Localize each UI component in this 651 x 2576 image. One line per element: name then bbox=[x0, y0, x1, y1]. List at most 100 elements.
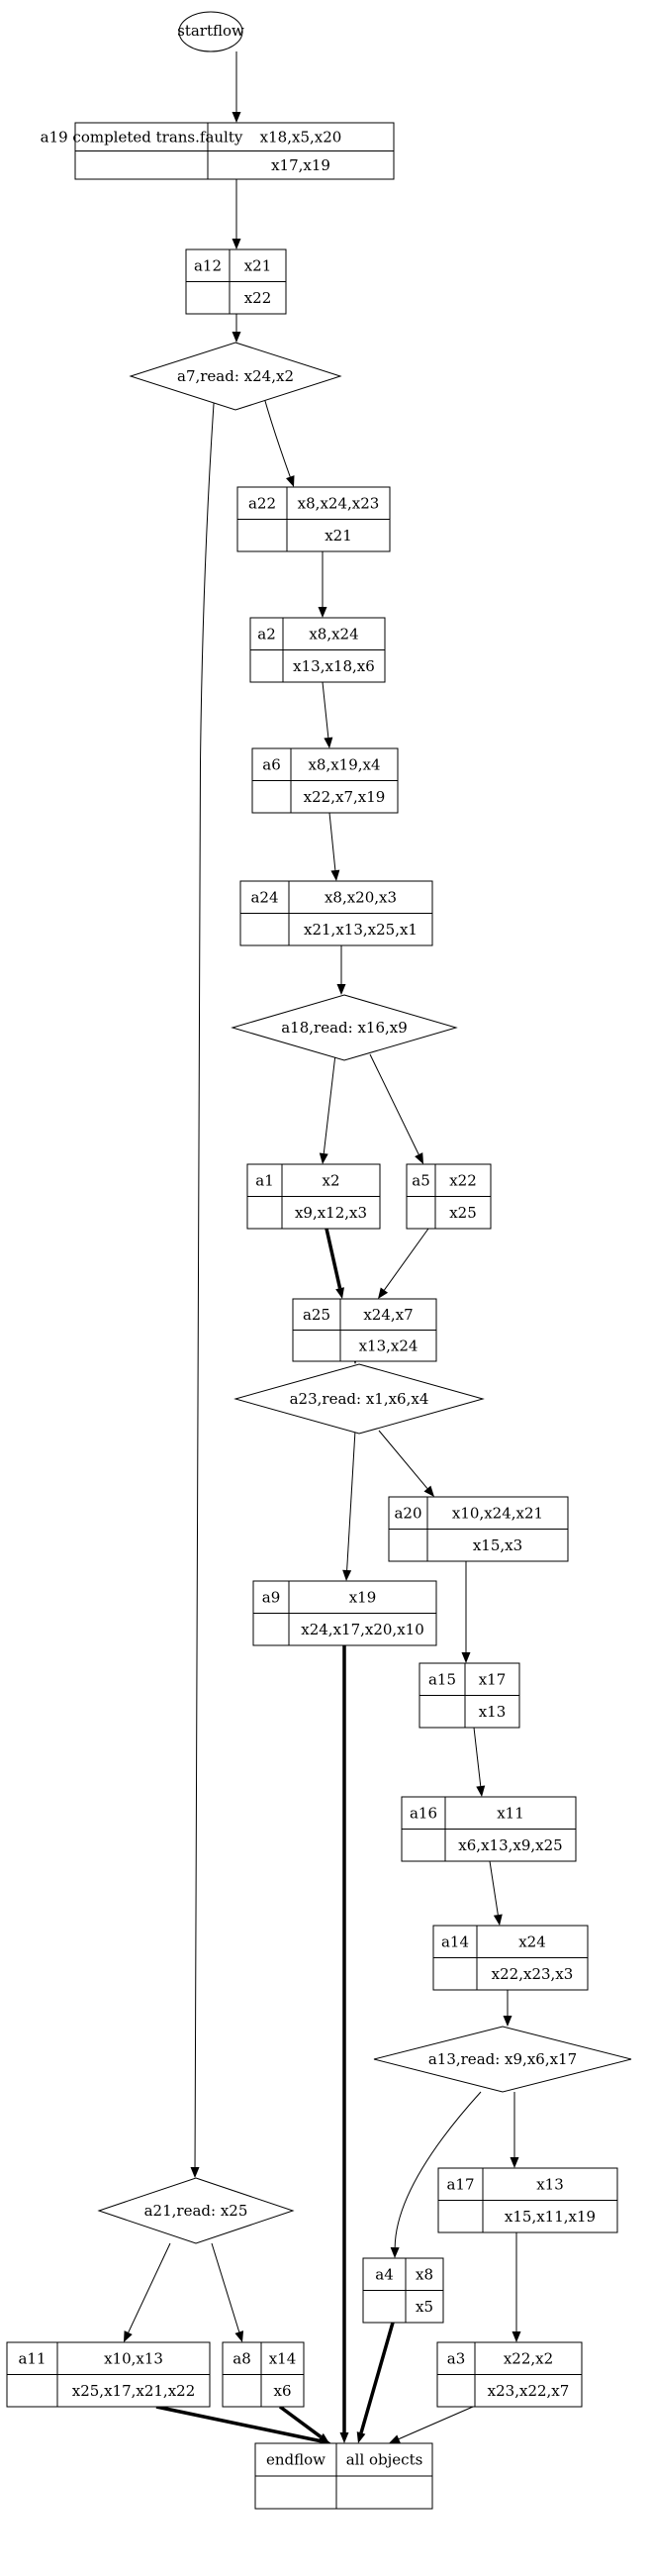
edge-a6-to-a24 bbox=[328, 812, 340, 881]
arrowhead bbox=[415, 1152, 423, 1164]
node-name: a16 bbox=[410, 1804, 437, 1822]
arrowhead bbox=[512, 2331, 521, 2342]
node-top-value: x22 bbox=[449, 1171, 477, 1189]
node-bottom-value: x23,x22,x7 bbox=[488, 2382, 570, 2400]
arrowhead bbox=[232, 332, 241, 343]
edge-line bbox=[346, 1430, 356, 1571]
arrowhead bbox=[318, 2432, 329, 2443]
edge-startflow-to-a19 bbox=[232, 51, 241, 123]
ellipse-shape bbox=[178, 11, 243, 52]
edge-a22-to-a2 bbox=[318, 551, 327, 618]
node-name: a22 bbox=[248, 494, 276, 512]
edge-line bbox=[325, 1228, 342, 1289]
edge-line bbox=[378, 1430, 428, 1489]
node-bottom-value: x17,x19 bbox=[271, 156, 330, 174]
edge-a3-to-endflow bbox=[389, 2406, 474, 2443]
arrowhead bbox=[390, 2246, 400, 2258]
node-a11: a11 x10,x13 x25,x17,x21,x22 bbox=[6, 2341, 211, 2408]
arrowhead bbox=[318, 607, 327, 618]
edge-a20-to-a15 bbox=[461, 1561, 471, 1663]
edge-line bbox=[211, 2242, 240, 2332]
edge-line bbox=[359, 2322, 395, 2433]
node-name: a8 bbox=[232, 2349, 251, 2367]
arrowhead bbox=[339, 2432, 349, 2443]
node-top-value: x17 bbox=[479, 1670, 507, 1688]
edge-a23-to-a20 bbox=[378, 1430, 434, 1497]
arrowhead bbox=[423, 1485, 434, 1497]
node-name: a3 bbox=[447, 2349, 466, 2367]
node-top-value: x24,x7 bbox=[363, 1306, 413, 1324]
node-bottom-value: x9,x12,x3 bbox=[295, 1204, 367, 1222]
node-name: a24 bbox=[250, 888, 278, 906]
node-name: a4 bbox=[375, 2265, 394, 2283]
arrowhead bbox=[378, 1287, 389, 1299]
node-top-value: x8 bbox=[416, 2265, 433, 2283]
arrowhead bbox=[319, 1152, 328, 1164]
arrowhead bbox=[336, 984, 346, 995]
node-bottom-value: x22,x23,x3 bbox=[492, 1965, 574, 1983]
node-bottom-value: x5 bbox=[416, 2298, 433, 2316]
diamond-shape bbox=[129, 342, 342, 411]
arrowhead bbox=[330, 869, 340, 881]
edge-a1-to-a25 bbox=[325, 1228, 344, 1299]
node-label: a21,read: x25 bbox=[144, 2202, 248, 2220]
edge-a16-to-a14 bbox=[489, 1860, 503, 1926]
arrowhead bbox=[389, 2434, 401, 2443]
edge-a14-to-a13 bbox=[503, 1990, 512, 2027]
edge-a18-to-a5 bbox=[369, 1053, 423, 1164]
arrowhead bbox=[510, 2157, 519, 2168]
edge-a17-to-a3 bbox=[512, 2232, 521, 2342]
node-a13: a13,read: x9,x6,x17 bbox=[373, 2026, 632, 2093]
node-name: a19 completed trans.faulty bbox=[41, 128, 243, 146]
node-top-value: x8,x20,x3 bbox=[325, 888, 397, 906]
node-top-value: x8,x19,x4 bbox=[308, 755, 380, 773]
node-bottom-value: x24,x17,x20,x10 bbox=[301, 1621, 424, 1638]
node-top-value: all objects bbox=[346, 2451, 423, 2469]
node-name: a17 bbox=[446, 2175, 474, 2193]
node-top-value: x19 bbox=[349, 1588, 377, 1606]
node-top-value: x8,x24 bbox=[309, 625, 358, 643]
edge-a12-to-a7 bbox=[232, 314, 241, 343]
node-a4: a4 x8 x5 bbox=[362, 2257, 444, 2324]
node-bottom-value: x22 bbox=[244, 289, 272, 307]
node-top-value: x18,x5,x20 bbox=[260, 128, 342, 146]
node-name: a12 bbox=[194, 256, 222, 274]
arrowhead bbox=[476, 1785, 486, 1797]
arrowhead bbox=[356, 2431, 366, 2443]
node-bottom-value: x13,x18,x6 bbox=[293, 657, 375, 675]
node-top-value: x10,x13 bbox=[104, 2349, 163, 2367]
edge-line bbox=[155, 2405, 322, 2443]
arrowhead bbox=[493, 1914, 503, 1926]
node-top-value: x10,x24,x21 bbox=[452, 1504, 543, 1522]
edge-line bbox=[194, 374, 217, 2168]
edge-a9-to-endflow bbox=[339, 1645, 349, 2443]
node-a23: a23,read: x1,x6,x4 bbox=[233, 1363, 485, 1435]
edge-a21-to-a8 bbox=[211, 2242, 244, 2342]
node-name: a14 bbox=[441, 1932, 469, 1950]
node-bottom-value: x15,x11,x19 bbox=[505, 2208, 596, 2226]
node-a19: a19 completed trans.faulty x18,x5,x20 x17,… bbox=[41, 122, 395, 180]
edge-line bbox=[489, 1860, 499, 1916]
arrowhead bbox=[503, 2016, 512, 2027]
node-bottom-value: x25,x17,x21,x22 bbox=[72, 2382, 196, 2400]
node-name: a25 bbox=[303, 1306, 330, 1324]
node-top-value: x11 bbox=[497, 1804, 524, 1822]
node-name: a15 bbox=[428, 1670, 456, 1688]
arrowhead bbox=[286, 475, 295, 487]
edges-layer bbox=[124, 51, 521, 2446]
node-name: a11 bbox=[18, 2349, 46, 2367]
arrowhead bbox=[232, 112, 241, 123]
edge-a15-to-a16 bbox=[473, 1727, 486, 1797]
node-name: a9 bbox=[262, 1588, 281, 1606]
node-bottom-value: x22,x7,x19 bbox=[304, 788, 386, 806]
